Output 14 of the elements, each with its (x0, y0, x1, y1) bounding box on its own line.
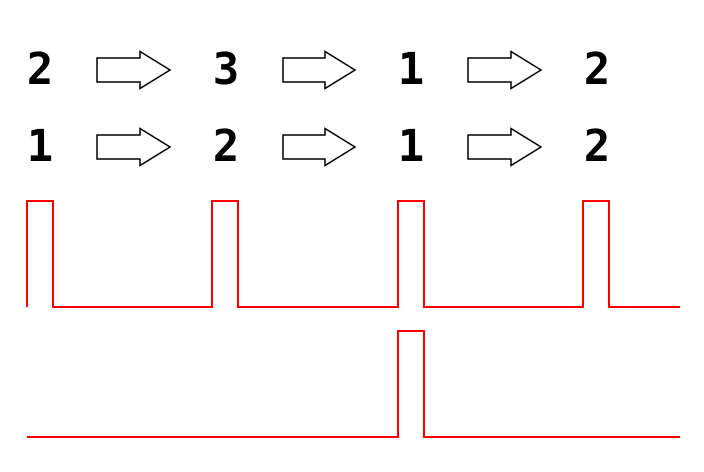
block-arrow (282, 50, 356, 90)
digit: 2 (580, 46, 614, 94)
digit: 1 (394, 46, 428, 94)
block-arrow (467, 127, 542, 167)
digit: 2 (23, 46, 57, 94)
digit: 2 (209, 123, 243, 171)
block-arrow (467, 50, 542, 90)
block-arrow (96, 127, 172, 167)
block-arrow (282, 127, 356, 167)
digit: 2 (580, 123, 614, 171)
digit: 1 (23, 123, 57, 171)
digit: 1 (394, 123, 428, 171)
digit: 3 (209, 46, 243, 94)
block-arrow (96, 50, 172, 90)
